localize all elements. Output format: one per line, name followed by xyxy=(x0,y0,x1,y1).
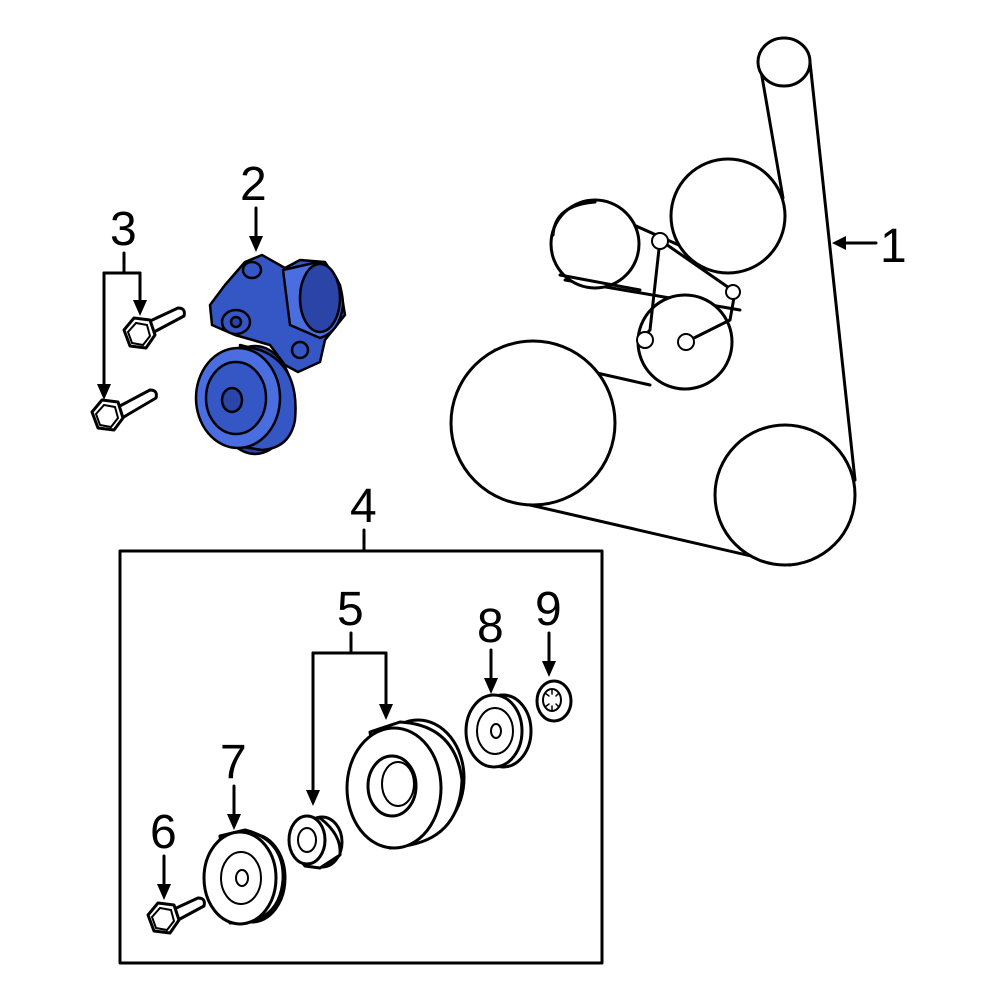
callout-1-number: 1 xyxy=(880,220,907,273)
callout-3-arrowhead-left xyxy=(97,384,111,400)
callout-5[interactable]: 5 xyxy=(306,583,393,806)
idler-bolt[interactable] xyxy=(146,896,206,935)
kit-border xyxy=(118,549,604,965)
tensioner-bolt-upper[interactable] xyxy=(122,306,186,350)
pulley-top xyxy=(756,36,812,88)
retaining-clip[interactable] xyxy=(535,679,573,723)
callout-8[interactable]: 8 xyxy=(477,600,504,694)
idler-bolt-shank xyxy=(170,896,206,922)
bolt-upper-head-face xyxy=(126,321,152,347)
callout-7-number: 7 xyxy=(220,736,247,789)
callout-7[interactable]: 7 xyxy=(220,736,247,830)
callout-9[interactable]: 9 xyxy=(535,583,562,677)
pulley-upper-right xyxy=(669,157,787,275)
callout-5-number: 5 xyxy=(337,583,364,636)
callout-6-arrowhead xyxy=(157,884,171,900)
mount-boss-right xyxy=(290,340,310,360)
belt-tensioner-assembly[interactable] xyxy=(194,253,347,456)
callout-3-arrowhead-right xyxy=(133,300,147,316)
callout-7-arrowhead xyxy=(227,814,241,830)
bracket-pivot-center xyxy=(677,333,695,351)
callout-1[interactable]: 1 xyxy=(832,220,907,273)
pulley-lower-right xyxy=(713,423,857,567)
bolt-lower-head-face xyxy=(94,403,120,429)
mount-boss-top xyxy=(241,260,263,280)
belt-outer-right-run xyxy=(808,60,857,482)
callout-4-number: 4 xyxy=(350,480,377,533)
large-idler-pulley[interactable] xyxy=(345,718,466,850)
belt-wrap-left xyxy=(551,200,642,292)
damper-end-cap xyxy=(298,262,342,334)
spacer-bore xyxy=(297,827,317,853)
tensioner-pulley-hub xyxy=(220,386,244,414)
callout-8-arrowhead xyxy=(484,678,498,694)
callout-2[interactable]: 2 xyxy=(240,158,267,252)
callout-8-number: 8 xyxy=(477,600,504,653)
small-idler-pulley[interactable] xyxy=(202,828,287,926)
idler-spacer[interactable] xyxy=(287,814,344,870)
bracket-pivot-right xyxy=(725,284,741,300)
callout-5-arrowhead-right xyxy=(379,704,393,720)
callout-5-arrowhead-left xyxy=(306,790,320,806)
pulley-crankshaft xyxy=(449,339,617,507)
bolt-upper-shank xyxy=(146,306,186,334)
callout-9-number: 9 xyxy=(535,583,562,636)
small-pulley-bore xyxy=(235,869,249,887)
callout-3[interactable]: 3 xyxy=(97,203,147,400)
idler-bolt-head-face xyxy=(150,906,176,932)
serpentine-belt[interactable] xyxy=(449,36,857,567)
idler-pulley-kit[interactable] xyxy=(118,549,604,965)
belt-outer-left-run xyxy=(758,63,785,200)
bracket-pivot-left xyxy=(636,331,654,349)
tensioner-bolt-lower[interactable] xyxy=(90,388,158,432)
dust-cover-center xyxy=(490,723,502,739)
mount-hole-mid xyxy=(229,315,243,329)
pulley-dust-cover[interactable] xyxy=(464,693,533,769)
callout-6-number: 6 xyxy=(150,806,177,859)
callout-3-number: 3 xyxy=(110,203,137,256)
bolt-lower-shank xyxy=(114,388,158,420)
callout-9-arrowhead xyxy=(542,661,556,677)
callout-1-arrowhead xyxy=(832,236,846,250)
callout-2-arrowhead xyxy=(249,236,263,252)
callout-2-number: 2 xyxy=(240,158,267,211)
large-pulley-bore xyxy=(381,761,415,807)
clip-teeth xyxy=(544,688,560,712)
bracket-pivot-top xyxy=(651,232,669,250)
callout-4[interactable]: 4 xyxy=(350,480,377,553)
callout-6[interactable]: 6 xyxy=(150,806,177,900)
pulley-upper-left xyxy=(549,198,641,290)
